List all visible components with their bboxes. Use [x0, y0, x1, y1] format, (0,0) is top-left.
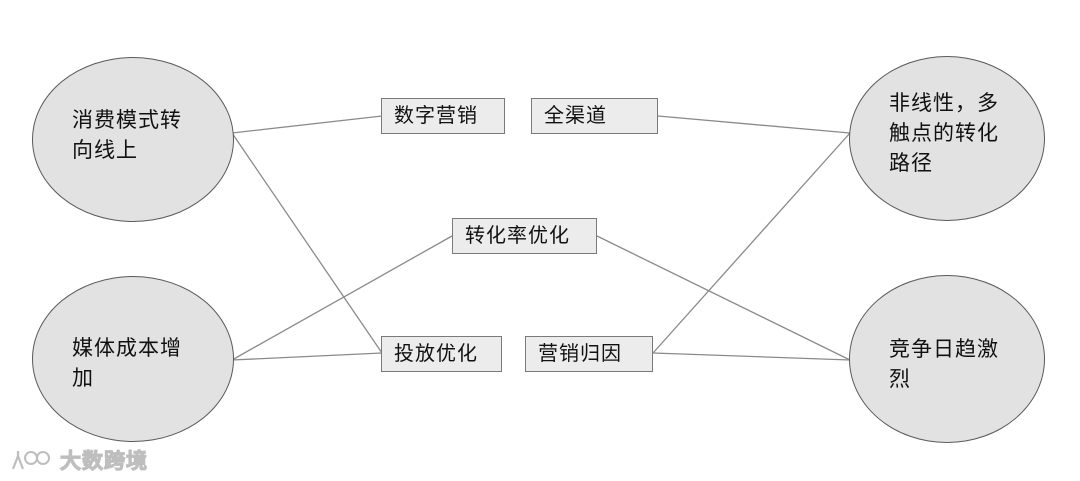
node-label-line: 媒体成本增	[72, 336, 182, 360]
node-label-line: 路径	[889, 151, 933, 175]
node-label-nonlinear-path: 非线性，多 触点的转化 路径	[889, 88, 999, 178]
node-label-line: 向线上	[72, 138, 138, 162]
box-digital-marketing: 数字营销	[381, 98, 505, 134]
node-label-consumption-online: 消费模式转 向线上	[72, 105, 182, 165]
node-label-media-cost: 媒体成本增 加	[72, 333, 182, 393]
node-label-line: 烈	[889, 367, 911, 391]
node-circle-media-cost	[32, 276, 234, 442]
dashuju-logo-icon	[11, 451, 50, 470]
node-label-line: 非线性，多	[889, 91, 999, 115]
node-label-line: 触点的转化	[889, 121, 999, 145]
connector-attribution-to-nonlinear	[652, 132, 851, 354]
connector-consumption-to-digital-marketing	[231, 115, 383, 134]
node-label-line: 竞争日趋激	[889, 337, 999, 361]
node-circle-consumption-online	[32, 57, 234, 222]
node-label-competition: 竞争日趋激 烈	[889, 334, 999, 394]
connector-media-cost-to-ad-optimization	[231, 352, 383, 361]
node-label-line: 加	[72, 366, 94, 390]
connector-conversion-optimization-to-competition	[596, 235, 851, 361]
box-ad-optimization: 投放优化	[381, 336, 502, 372]
box-conversion-optimization: 转化率优化	[452, 218, 597, 254]
node-circle-competition	[849, 275, 1045, 443]
box-omnichannel: 全渠道	[531, 98, 658, 134]
box-marketing-attribution: 营销归因	[525, 336, 653, 372]
connector-omnichannel-to-nonlinear	[657, 115, 851, 134]
watermark-text: 大数跨境	[60, 449, 148, 474]
node-circle-nonlinear-path	[849, 56, 1045, 221]
watermark: 大数跨境	[10, 446, 148, 474]
connector-media-cost-to-conversion-optimization	[231, 235, 453, 361]
connector-consumption-to-ad-optimization	[231, 132, 383, 354]
node-label-line: 消费模式转	[72, 108, 182, 132]
connector-attribution-to-competition	[652, 352, 851, 361]
